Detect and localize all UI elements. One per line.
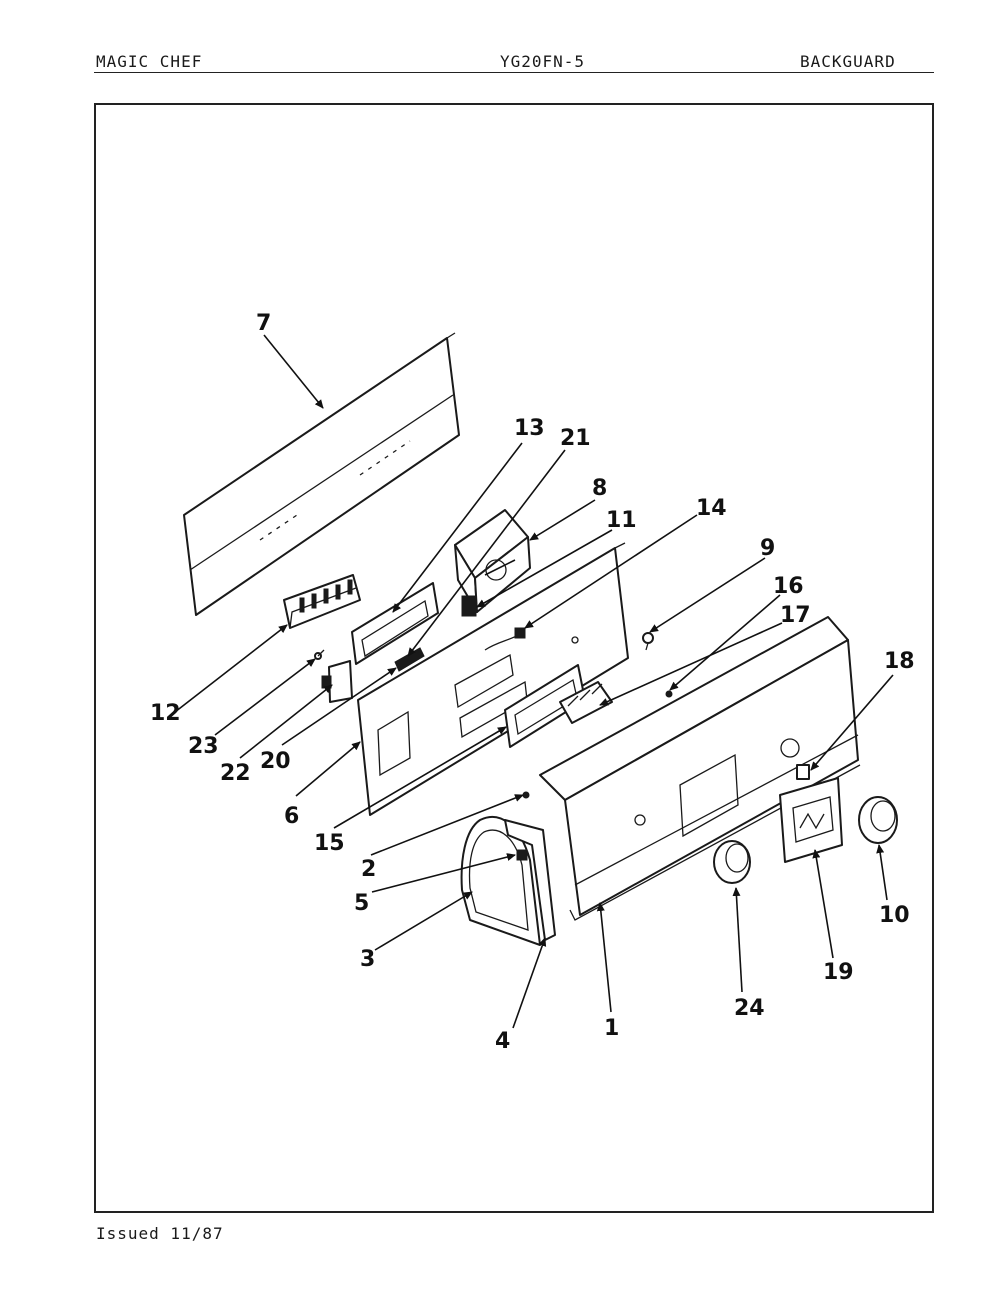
timer-part-8 (454, 509, 531, 613)
selector-part-19 (779, 777, 843, 863)
callout-23: 23 (188, 734, 219, 759)
callout-4: 4 (495, 1029, 510, 1054)
knob-part-10 (858, 796, 898, 844)
callout-19: 19 (823, 960, 854, 985)
callout-12: 12 (150, 701, 181, 726)
rear-panel-part-7 (183, 332, 460, 616)
callout-7: 7 (256, 311, 271, 336)
callout-labels: 7 13 21 8 11 14 9 16 17 18 12 23 22 20 6… (150, 311, 915, 1054)
brand-label: MAGIC CHEF (96, 52, 203, 71)
header-rule (94, 72, 934, 73)
callout-3: 3 (360, 947, 375, 972)
control-panel-plate-part-6 (357, 542, 629, 816)
switch-block-part-12 (283, 574, 361, 629)
callout-11: 11 (606, 508, 637, 533)
callout-20: 20 (260, 749, 291, 774)
screw-part-9 (642, 632, 654, 651)
callout-17: 17 (780, 603, 811, 628)
backguard-housing-part-1 (539, 616, 861, 921)
knob-insert-part-16 (559, 681, 613, 724)
section-title: BACKGUARD (800, 52, 896, 71)
clip-part-5 (516, 849, 528, 861)
callout-8: 8 (592, 476, 607, 501)
callout-2: 2 (361, 857, 376, 882)
callout-22: 22 (220, 761, 251, 786)
callout-1: 1 (604, 1016, 619, 1041)
issued-date: Issued 11/87 (96, 1224, 224, 1243)
screw-part-23 (314, 649, 325, 660)
diagram-frame (94, 103, 934, 1213)
screw-part-2 (522, 791, 530, 799)
callout-24: 24 (734, 996, 765, 1021)
callout-15: 15 (314, 831, 345, 856)
callout-13: 13 (514, 416, 545, 441)
callout-9: 9 (760, 536, 775, 561)
callout-5: 5 (354, 891, 369, 916)
leader-lines (174, 334, 894, 1029)
callout-10: 10 (879, 903, 910, 928)
callout-16: 16 (773, 574, 804, 599)
switch-part-18 (796, 764, 810, 780)
switch-part-11 (461, 595, 477, 617)
bracket-part-13 (351, 582, 439, 665)
callout-6: 6 (284, 804, 299, 829)
knob-part-24 (713, 840, 751, 884)
wiring-part-14 (484, 627, 526, 651)
model-number: YG20FN-5 (500, 52, 586, 71)
nut-part-17 (665, 690, 673, 698)
callout-14: 14 (696, 496, 727, 521)
bracket-part-22 (321, 660, 353, 703)
callout-21: 21 (560, 426, 591, 451)
callout-18: 18 (884, 649, 915, 674)
